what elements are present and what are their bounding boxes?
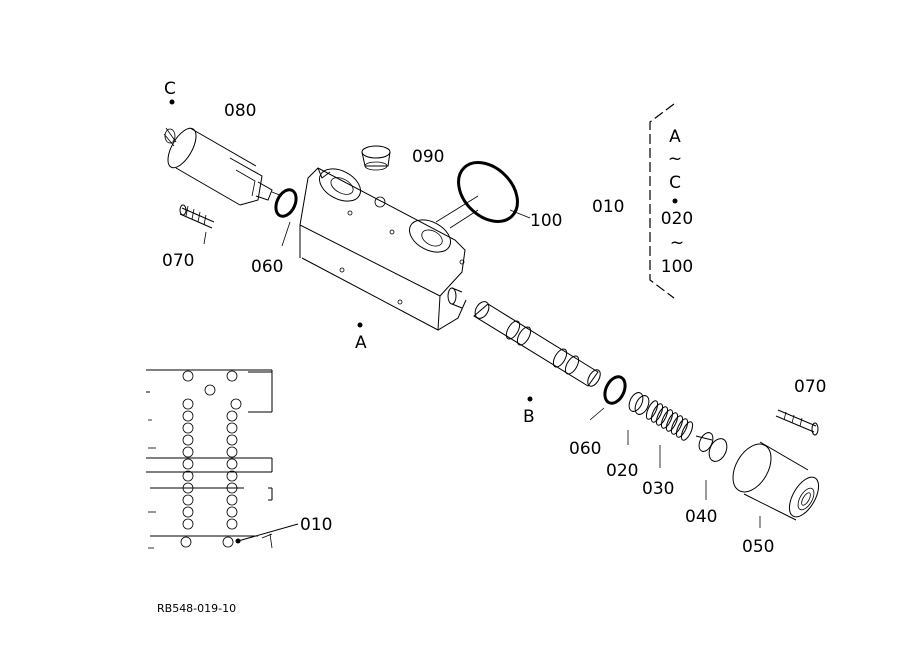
label-080: 080	[224, 101, 256, 121]
label-040: 040	[685, 507, 717, 527]
label-020: 020	[606, 461, 638, 481]
part-060-oring-left	[274, 188, 298, 218]
bracket-line-3: C	[669, 173, 681, 193]
part-080-cap	[163, 127, 283, 206]
label-c-top: C	[164, 79, 176, 99]
bracket	[649, 103, 675, 299]
spool	[473, 301, 601, 387]
bracket-line-5: ~	[670, 233, 684, 253]
bracket-line-1: A	[669, 127, 681, 147]
bracket-line-4: 020	[661, 209, 693, 229]
bracket-line-6: 100	[661, 257, 693, 277]
label-070-right: 070	[794, 377, 826, 397]
part-010-valve-body	[299, 167, 467, 331]
part-030-spring	[645, 400, 694, 441]
part-020-retainer	[628, 392, 650, 415]
label-050: 050	[742, 537, 774, 557]
inset-assembly-view	[146, 369, 299, 549]
label-010-right: 010	[592, 197, 624, 217]
part-050-end-cap	[732, 441, 820, 521]
part-040-guide	[695, 432, 728, 462]
leader-lines	[169, 99, 761, 528]
label-030: 030	[642, 479, 674, 499]
part-060-oring-right	[603, 375, 627, 405]
label-010-inset: 010	[300, 515, 332, 535]
label-a-mark: A	[355, 333, 367, 353]
part-070-screw-left	[179, 204, 215, 229]
label-100: 100	[530, 211, 562, 231]
label-060-left: 060	[251, 257, 283, 277]
label-060-right: 060	[569, 439, 601, 459]
label-070-left: 070	[162, 251, 194, 271]
part-100-large-oring	[457, 161, 519, 223]
drawing-code: RB548-019-10	[157, 602, 236, 615]
label-b-mark: B	[523, 407, 535, 427]
label-090: 090	[412, 147, 444, 167]
part-070-screw-right	[775, 409, 819, 436]
bracket-line-2: ~	[668, 149, 682, 169]
part-090-plug	[361, 145, 391, 171]
